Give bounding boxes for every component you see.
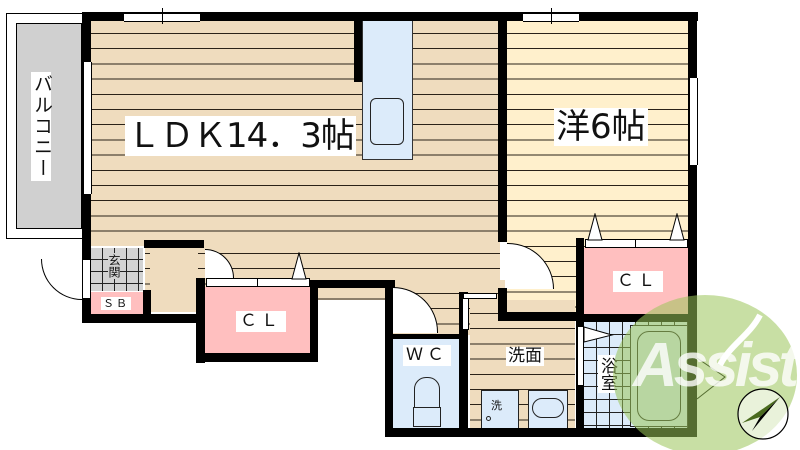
sink-icon [370, 98, 404, 145]
wall-genkan-right [143, 290, 151, 320]
door-entrance [41, 259, 82, 300]
closet-left-door-split [257, 278, 258, 287]
wall-ldk-bedroom [498, 12, 507, 242]
washbasin-icon [532, 398, 564, 418]
balcony-label: バルコニー [31, 72, 53, 181]
balcony [6, 13, 84, 239]
window-ldk-left [83, 62, 92, 194]
entry-hall-floor [150, 248, 198, 312]
shoebox-label: ＳＢ [101, 297, 131, 310]
wall-top [82, 12, 698, 21]
wall-ldk-bedroom-lower [498, 288, 507, 320]
closet-right-triangle-1 [587, 213, 603, 241]
closet-right-door [585, 239, 688, 248]
wall-wc-top [393, 334, 463, 339]
window-bedroom-right [689, 78, 698, 165]
wall-kitchen [354, 12, 362, 82]
wall-wc-left [385, 280, 393, 437]
bedroom-label: 洋6帖 [554, 107, 648, 147]
closet-left-door [206, 278, 310, 287]
wall-wc-right [459, 292, 468, 437]
wall-cl-left-right [310, 280, 318, 362]
wall-cl-left-top [310, 280, 395, 288]
bathroom-label: 浴室 [597, 355, 617, 393]
washer-space [481, 390, 519, 430]
closet-right-label: ＣＬ [613, 271, 663, 292]
wall-cl-left-left [196, 278, 205, 363]
ldk-label: ＬＤＫ14．3帖 [125, 116, 356, 156]
toilet-icon [414, 377, 440, 409]
wall-genkan-top [144, 240, 204, 248]
wall-cl-right-bottom [576, 314, 697, 322]
closet-left-label: ＣＬ [236, 311, 286, 332]
window-bedroom-top-divider [551, 8, 552, 24]
toilet-tank [413, 407, 441, 427]
wall-genkan-bottom [82, 314, 197, 323]
washer-drain [486, 416, 491, 421]
wall-bottom [385, 428, 697, 437]
door-bath [577, 326, 584, 386]
genkan-label: 玄関 [107, 253, 121, 279]
closet-right-triangle-2 [669, 213, 685, 241]
door-wash [462, 294, 469, 330]
window-ldk-top-divider [162, 8, 163, 24]
washroom-label: 洗面 [506, 346, 544, 366]
wc-label: ＷＣ [403, 345, 451, 366]
assist-logo-text: Assist [633, 331, 799, 400]
wall-right [688, 12, 697, 437]
closet-right-door-split [635, 239, 636, 248]
north-arrow-icon [737, 388, 789, 440]
closet-left-triangle [291, 252, 307, 280]
door-wash-top [463, 293, 497, 299]
door-bath-swing [584, 326, 614, 343]
wall-wash-top [498, 312, 584, 321]
washer-label: 洗 [491, 399, 502, 412]
wall-cl-left-bottom [196, 353, 318, 362]
door-entrance-leaf [82, 259, 91, 299]
wall-cl-right-left [576, 238, 584, 318]
